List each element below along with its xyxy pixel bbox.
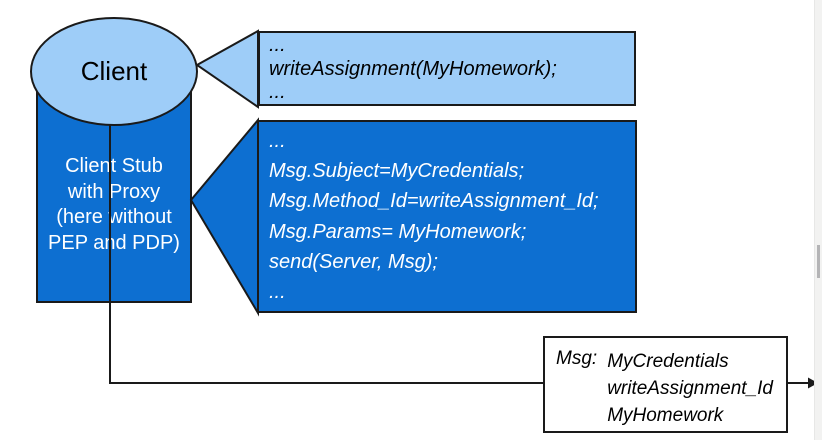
client-code-callout-tail bbox=[195, 29, 259, 109]
client-node[interactable]: Client bbox=[30, 17, 198, 126]
code-line: ... bbox=[269, 81, 286, 103]
message-values: MyCredentials writeAssignment_Id MyHomew… bbox=[607, 348, 773, 429]
code-line: writeAssignment(MyHomework); bbox=[269, 57, 557, 80]
code-line: send(Server, Msg); bbox=[269, 250, 438, 273]
scrollbar-thumb[interactable] bbox=[817, 245, 820, 278]
code-line: Msg.Subject=MyCredentials; bbox=[269, 160, 525, 183]
message-value: MyCredentials bbox=[607, 351, 729, 372]
code-line: Msg.Method_Id=writeAssignment_Id; bbox=[269, 190, 599, 213]
code-line: Msg.Params= MyHomework; bbox=[269, 220, 527, 243]
message-box[interactable]: Msg: MyCredentials writeAssignment_Id My… bbox=[543, 336, 788, 433]
client-label: Client bbox=[80, 56, 148, 86]
stub-code-callout-tail bbox=[189, 117, 259, 317]
scrollbar-track[interactable] bbox=[814, 0, 822, 440]
message-value: MyHomework bbox=[607, 405, 724, 426]
message-label: Msg: bbox=[556, 348, 598, 369]
code-line: ... bbox=[269, 281, 286, 304]
client-stub-label-line: Client Stub bbox=[65, 155, 163, 177]
client-stub-label-line: (here without bbox=[56, 206, 172, 228]
message-box-content: Msg: MyCredentials writeAssignment_Id My… bbox=[556, 348, 786, 429]
stub-code-callout[interactable]: ... Msg.Subject=MyCredentials; Msg.Metho… bbox=[257, 120, 637, 313]
code-line: ... bbox=[269, 34, 286, 56]
client-stub-label-line: with Proxy bbox=[67, 180, 161, 203]
client-stub-label: Client Stub with Proxy (here without PEP… bbox=[38, 154, 190, 256]
arrow-head-icon bbox=[808, 377, 818, 389]
client-code-callout[interactable]: ... writeAssignment(MyHomework); ... bbox=[258, 31, 636, 106]
connector-line bbox=[109, 124, 543, 384]
code-line: ... bbox=[269, 130, 286, 152]
client-stub-label-line: PEP and PDP) bbox=[48, 231, 180, 254]
message-value: writeAssignment_Id bbox=[607, 378, 773, 399]
